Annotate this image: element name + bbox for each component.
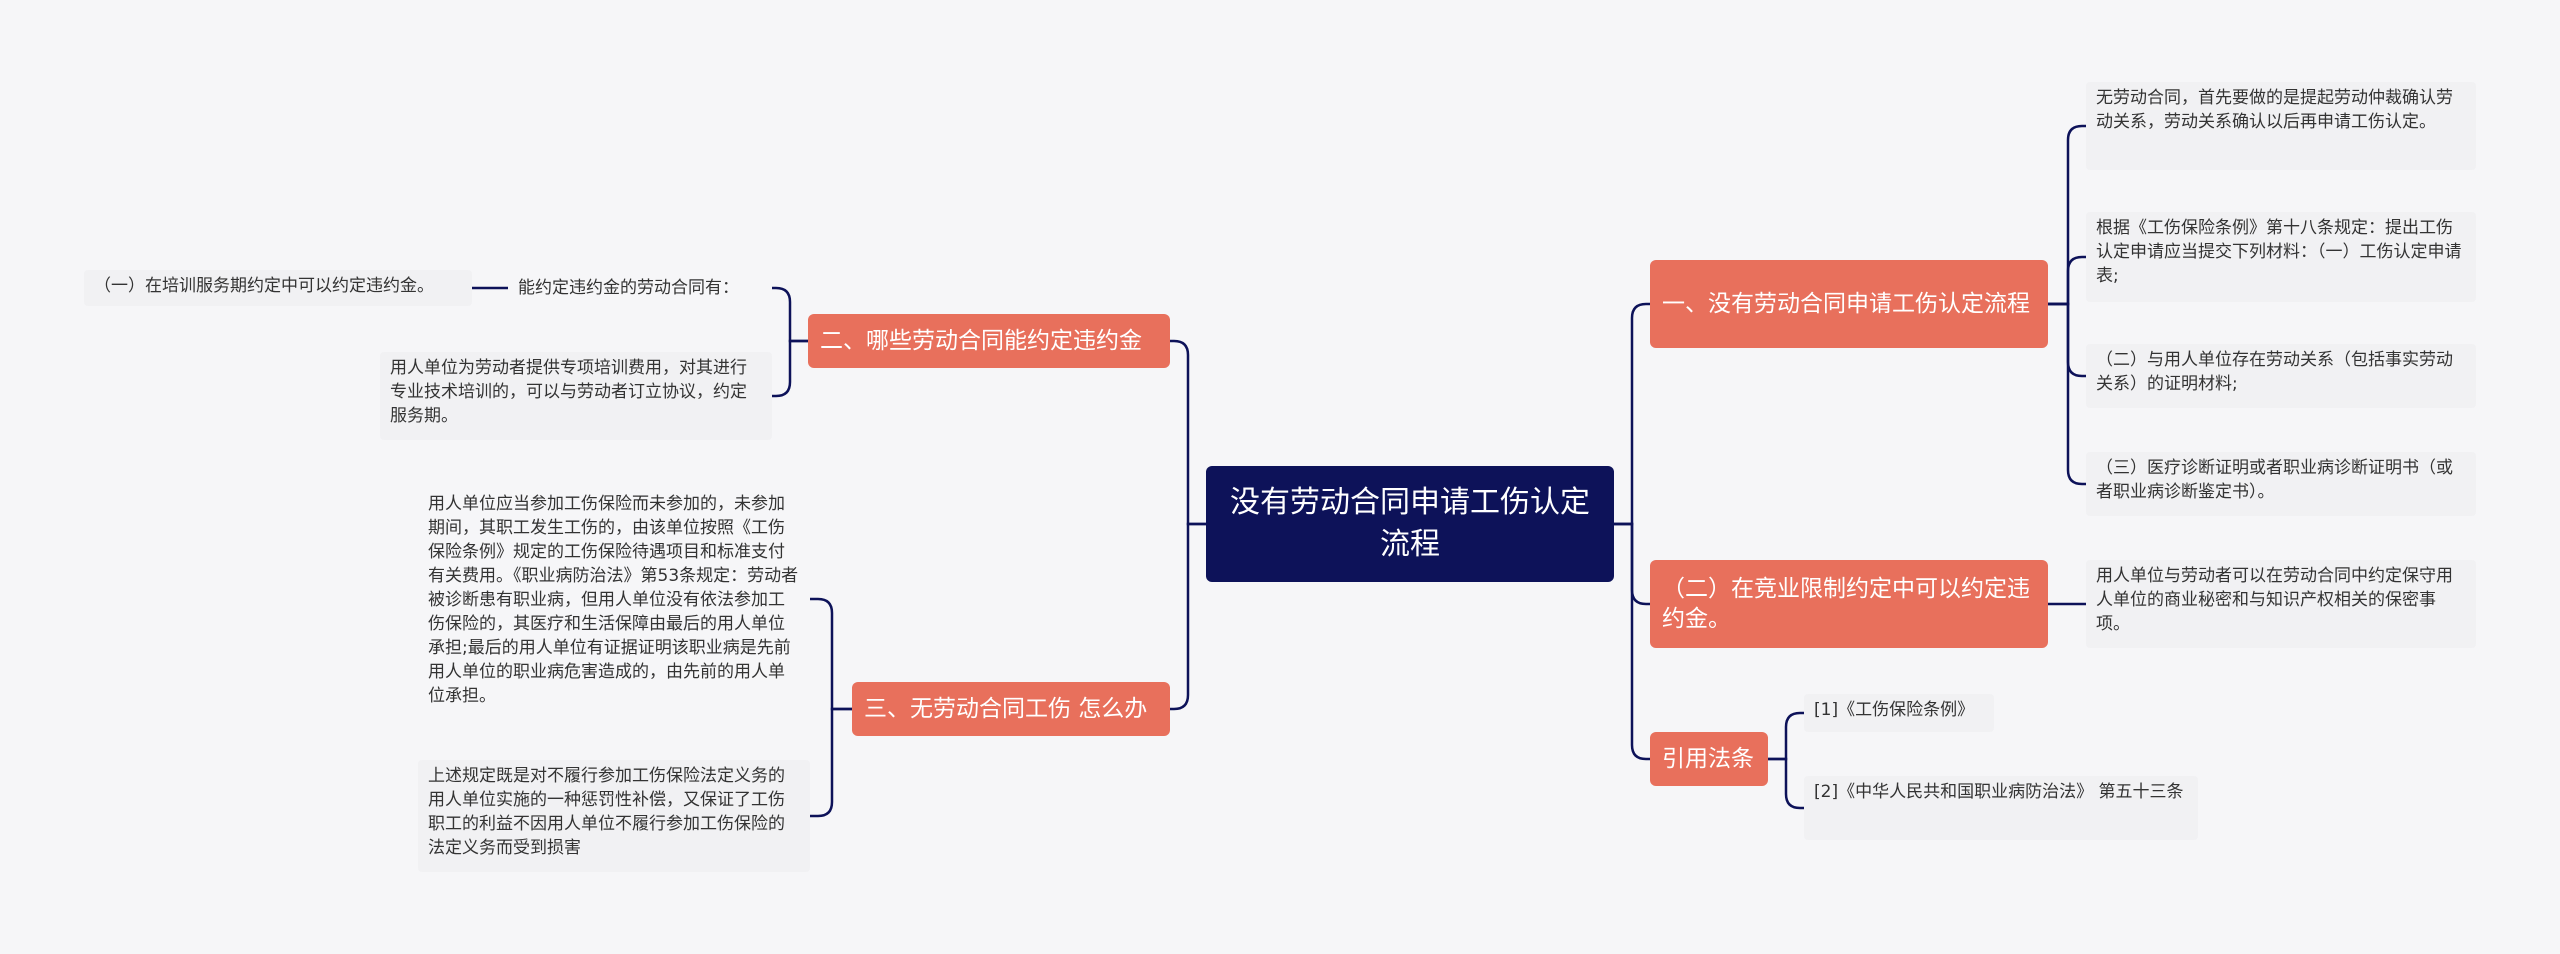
- leaf-labor-relation-proof[interactable]: （二）与用人单位存在劳动关系（包括事实劳动关系）的证明材料;: [2086, 344, 2476, 408]
- leaf-training-service-penalty[interactable]: （一）在培训服务期约定中可以约定违约金。: [84, 270, 472, 306]
- leaf-cited-law-2[interactable]: [2]《中华人民共和国职业病防治法》 第五十三条: [1804, 776, 2198, 840]
- link-b4-0: [772, 286, 808, 343]
- link-b3-0: [1768, 711, 1804, 761]
- link-b3-1: [1768, 757, 1804, 810]
- leaf-arbitration-first[interactable]: 无劳动合同，首先要做的是提起劳动仲裁确认劳动关系，劳动关系确认以后再申请工伤认定…: [2086, 82, 2476, 170]
- link-b1-1: [2048, 255, 2086, 306]
- branch-cited-laws[interactable]: 引用法条: [1650, 732, 1768, 786]
- link-b5-0: [810, 597, 852, 711]
- leaf-regulation-article-18[interactable]: 根据《工伤保险条例》第十八条规定：提出工伤认定申请应当提交下列材料：（一）工伤认…: [2086, 212, 2476, 302]
- leaf-contracts-with-penalty-intro[interactable]: 能约定违约金的劳动合同有：: [518, 278, 739, 298]
- link-root-left-1: [1170, 522, 1206, 711]
- link-b1-0: [2048, 124, 2086, 306]
- branch-contracts-with-penalty[interactable]: 二、哪些劳动合同能约定违约金: [808, 314, 1170, 368]
- link-root-right-0: [1614, 302, 1650, 526]
- link-root-right-2: [1614, 522, 1650, 761]
- link-root-left-0: [1170, 339, 1206, 526]
- branch-non-compete-penalty[interactable]: （二）在竞业限制约定中可以约定违约金。: [1650, 560, 2048, 648]
- branch-no-contract-process[interactable]: 一、没有劳动合同申请工伤认定流程: [1650, 260, 2048, 348]
- link-b4-1: [772, 339, 808, 398]
- link-b5-1: [810, 707, 852, 818]
- link-b1-3: [2048, 302, 2086, 486]
- leaf-training-agreement[interactable]: 用人单位为劳动者提供专项培训费用，对其进行专业技术培训的，可以与劳动者订立协议，…: [380, 352, 772, 440]
- leaf-medical-certificate[interactable]: （三）医疗诊断证明或者职业病诊断证明书（或者职业病诊断鉴定书）。: [2086, 452, 2476, 516]
- leaf-confidentiality-terms[interactable]: 用人单位与劳动者可以在劳动合同中约定保守用人单位的商业秘密和与知识产权相关的保密…: [2086, 560, 2476, 648]
- leaf-punitive-compensation[interactable]: 上述规定既是对不履行参加工伤保险法定义务的用人单位实施的一种惩罚性补偿，又保证了…: [418, 760, 810, 872]
- leaf-uninsured-employer-liability[interactable]: 用人单位应当参加工伤保险而未参加的，未参加期间，其职工发生工伤的，由该单位按照《…: [428, 494, 799, 706]
- branch-no-contract-injury[interactable]: 三、无劳动合同工伤 怎么办: [852, 682, 1170, 736]
- leaf-cited-law-1[interactable]: [1]《工伤保险条例》: [1804, 694, 1994, 732]
- root-topic[interactable]: 没有劳动合同申请工伤认定流程: [1206, 466, 1614, 582]
